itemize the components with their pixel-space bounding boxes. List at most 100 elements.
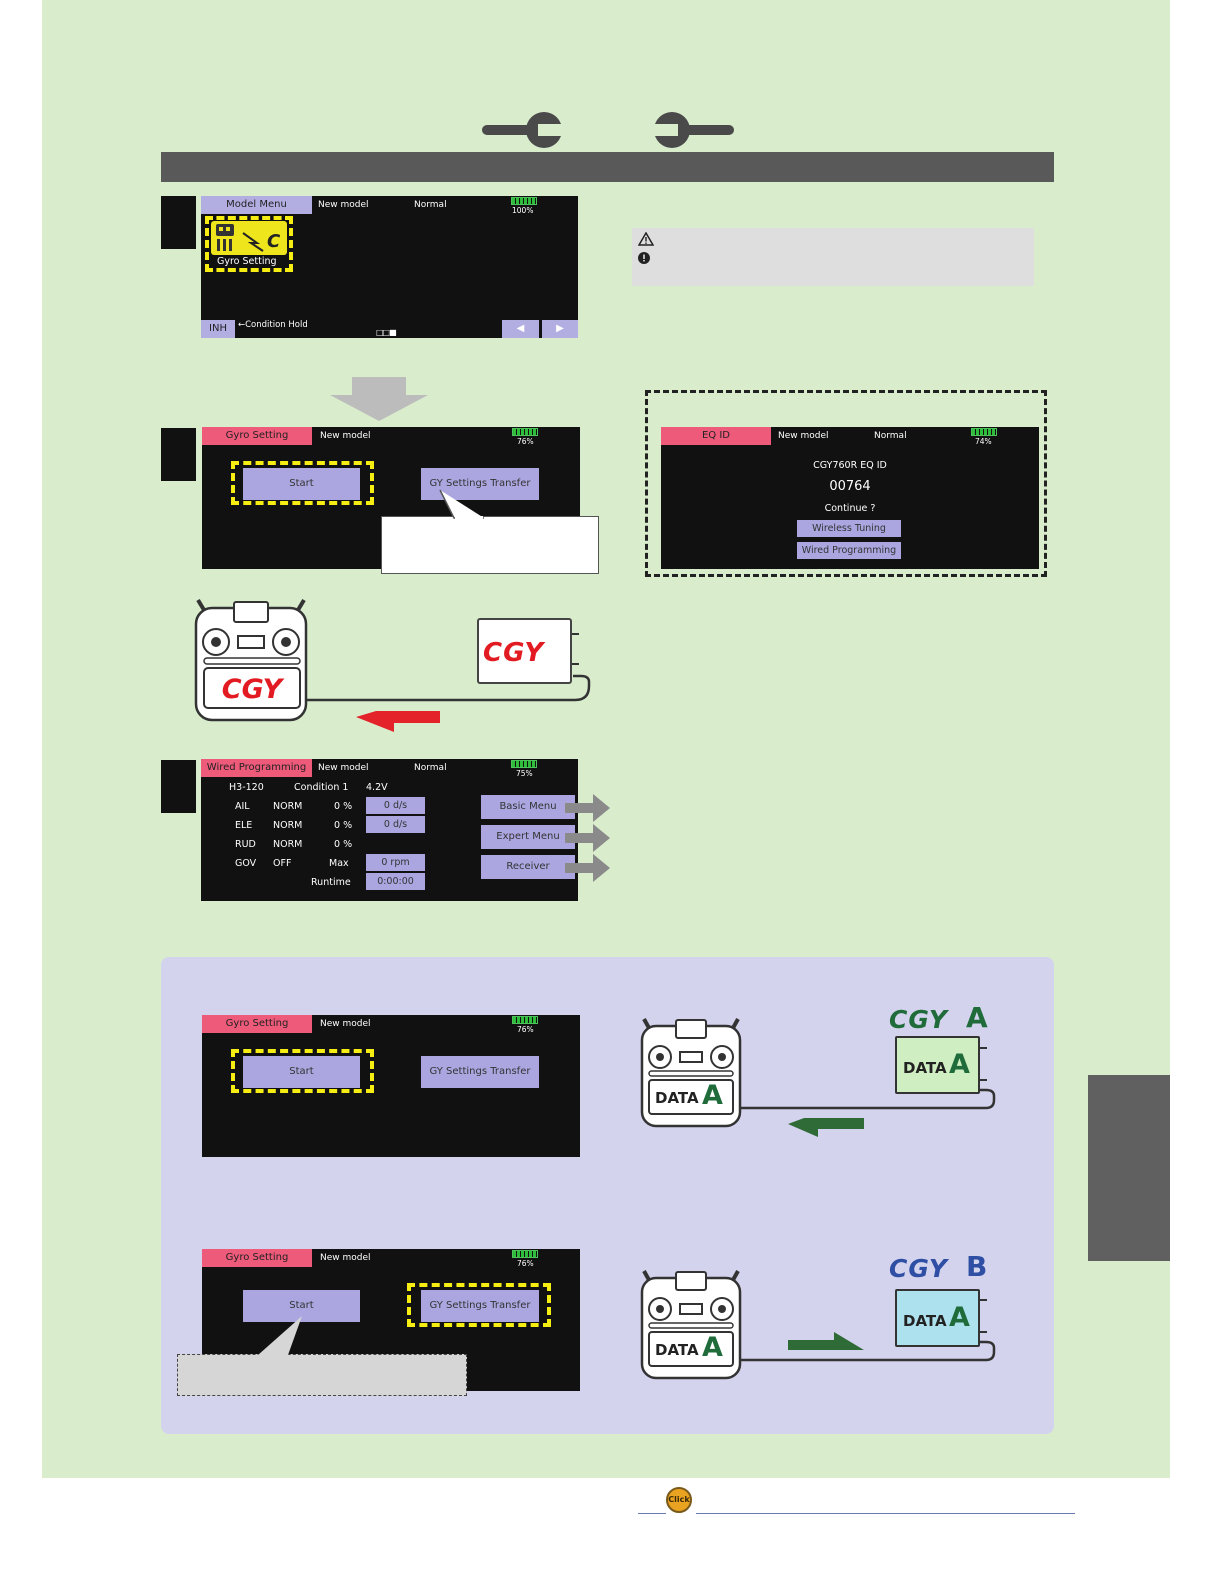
screen-tag: EQ ID: [661, 427, 771, 445]
battery-percent: 75%: [516, 769, 533, 778]
step-2-marker: [161, 428, 196, 481]
highlight-box: [231, 1049, 374, 1093]
cgy-letter: A: [966, 1001, 988, 1034]
voltage: 4.2V: [366, 782, 388, 793]
start-callout-pointer: [258, 1316, 302, 1355]
start-callout-box: [177, 1354, 467, 1396]
channel-value[interactable]: 0 d/s: [366, 797, 425, 814]
runtime-value[interactable]: 0:00:00: [366, 873, 425, 890]
step-1-marker: [161, 196, 196, 249]
channel-label: ELE: [235, 820, 253, 831]
gyro-setting-screen-a: Gyro Setting New model 76% Start GY Sett…: [202, 1015, 580, 1157]
svg-text:C: C: [267, 231, 281, 252]
battery-icon: [512, 428, 538, 436]
basic-menu-button[interactable]: Basic Menu: [481, 795, 575, 819]
wrench-left-icon: [482, 112, 568, 148]
transmitter-cgy-icon: CGY: [194, 598, 308, 722]
battery-percent: 76%: [517, 1025, 534, 1034]
channel-mode: NORM: [273, 801, 303, 812]
cgy-gyro-unit: CGY: [477, 618, 572, 684]
screen-tag: Wired Programming: [201, 759, 312, 777]
condition-name: Normal: [874, 431, 907, 441]
continue-prompt: Continue ?: [824, 503, 876, 514]
gy-settings-transfer-button[interactable]: GY Settings Transfer: [421, 1056, 539, 1088]
data-label: DATA: [903, 1059, 947, 1077]
transmitter-data-a-icon: [640, 1018, 742, 1128]
condition-label: Condition 1: [294, 782, 349, 793]
data-letter: A: [949, 1302, 970, 1333]
channel-value[interactable]: 0 d/s: [366, 816, 425, 833]
chapter-side-tab: [1088, 1075, 1170, 1261]
cgy-letter: B: [966, 1250, 988, 1283]
battery-icon: [511, 197, 537, 205]
channel-label: RUD: [235, 839, 256, 850]
gyro-setting-icon[interactable]: C: [211, 221, 287, 255]
eq-id-screen: EQ ID New model Normal 74% CGY760R EQ ID…: [661, 427, 1039, 569]
screen-tag: Gyro Setting: [202, 427, 312, 445]
battery-icon: [512, 1250, 538, 1258]
battery-icon: [511, 760, 537, 768]
battery-percent: 76%: [517, 437, 534, 446]
red-arrow-icon: [356, 711, 440, 732]
prev-page-button[interactable]: ◀: [502, 320, 539, 338]
eq-id-frame: [645, 390, 1047, 577]
data-label: DATA: [655, 1341, 699, 1359]
condition-name: Normal: [414, 763, 447, 773]
eq-id-value: 00764: [829, 479, 871, 494]
callout-box: [381, 516, 599, 574]
cgy-logo: CGY: [483, 638, 545, 668]
channel-value[interactable]: 0 rpm: [366, 854, 425, 871]
highlight-box: [407, 1283, 551, 1327]
green-arrow-right-icon: [788, 1332, 864, 1350]
channel-mode: NORM: [273, 820, 303, 831]
wired-programming-screen: Wired Programming New model Normal 75% H…: [201, 759, 578, 901]
start-button[interactable]: Start: [243, 1056, 360, 1088]
gy-settings-transfer-button[interactable]: GY Settings Transfer: [421, 1290, 539, 1322]
note-box: [632, 228, 1034, 286]
start-button[interactable]: Start: [243, 1290, 360, 1322]
green-arrow-left-icon: [788, 1118, 864, 1137]
start-button[interactable]: Start: [243, 468, 360, 500]
footer-line-left: [638, 1513, 666, 1514]
model-name: New model: [318, 200, 369, 210]
screen-tag: Gyro Setting: [202, 1015, 312, 1033]
data-label: DATA: [903, 1312, 947, 1330]
footer-line-right: [696, 1513, 1075, 1514]
channel-percent: 0 %: [334, 839, 353, 850]
model-name: New model: [320, 431, 371, 441]
cgy-logo: CGY: [222, 674, 285, 705]
gyro-setting-label: Gyro Setting: [217, 256, 277, 267]
channel-percent: Max: [329, 858, 349, 869]
channel-mode: NORM: [273, 839, 303, 850]
channel-percent: 0 %: [334, 820, 353, 831]
callout-pointer: [439, 489, 484, 519]
page-indicator: □□■: [376, 328, 397, 337]
model-menu-screen: Model Menu New model Normal 100% C Gyro …: [201, 196, 578, 338]
battery-icon: [971, 428, 997, 436]
caution-icon: [638, 252, 650, 264]
cgy-logo: CGY: [889, 1254, 948, 1283]
data-label: DATA: [655, 1089, 699, 1107]
highlight-box: [231, 461, 374, 505]
wrench-right-icon: [648, 112, 734, 148]
section-header-bar: [161, 152, 1054, 182]
cgy-unit-a: DATA A: [895, 1036, 980, 1094]
expert-menu-button[interactable]: Expert Menu: [481, 825, 575, 849]
wired-programming-button[interactable]: Wired Programming: [797, 542, 901, 559]
next-page-button[interactable]: ▶: [542, 320, 578, 338]
warning-icon: [638, 232, 654, 246]
wireless-tuning-button[interactable]: Wireless Tuning: [797, 520, 901, 537]
model-name: New model: [318, 763, 369, 773]
highlight-box: [205, 216, 293, 272]
data-letter: A: [702, 1080, 723, 1111]
receiver-button[interactable]: Receiver: [481, 855, 575, 879]
click-button[interactable]: Click: [666, 1487, 692, 1513]
cable: [740, 1047, 996, 1110]
battery-percent: 100%: [512, 206, 534, 215]
gy-settings-transfer-button[interactable]: GY Settings Transfer: [421, 468, 539, 500]
channel-label: GOV: [235, 858, 257, 869]
model-name: New model: [778, 431, 829, 441]
inh-button[interactable]: INH: [201, 320, 235, 338]
cgy-unit-b: DATA A: [895, 1289, 980, 1347]
data-letter: A: [702, 1332, 723, 1363]
